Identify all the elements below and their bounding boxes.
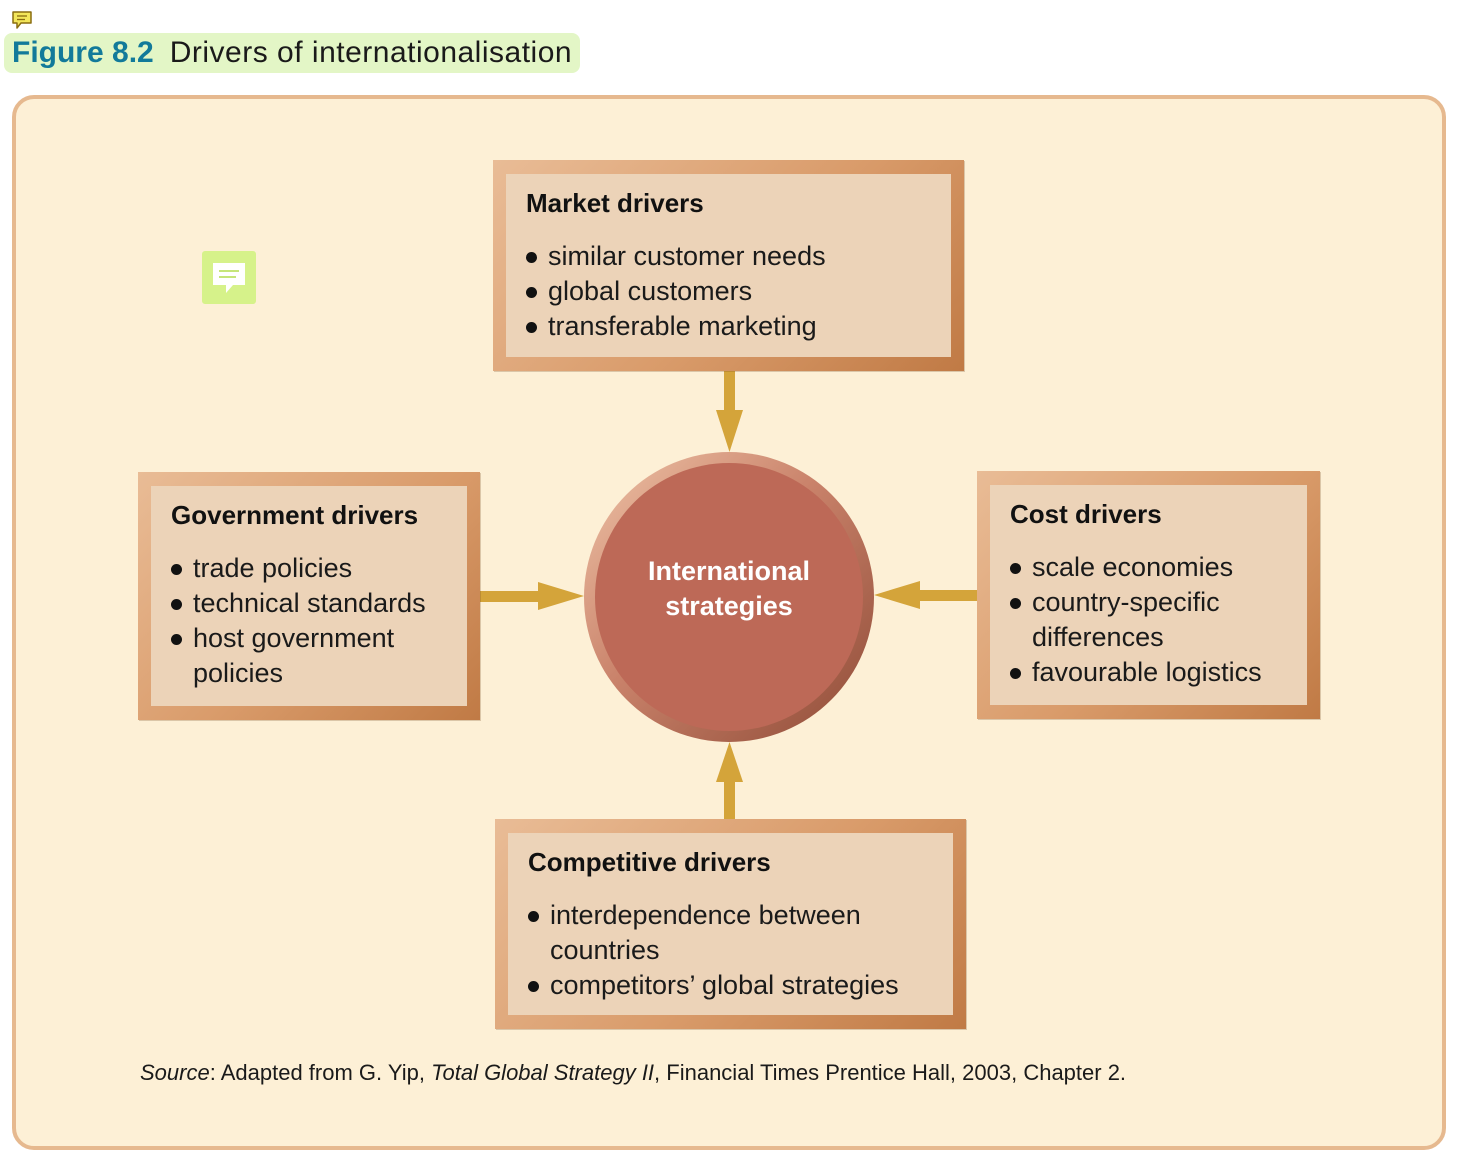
market-drivers-panel: Market drivers similar customer needs gl… <box>506 174 951 357</box>
competitive-drivers-title: Competitive drivers <box>528 847 771 877</box>
list-item: global customers <box>526 274 931 309</box>
market-drivers-box: Market drivers similar customer needs gl… <box>493 160 964 371</box>
comment-icon[interactable] <box>11 10 33 30</box>
arrow-competitive-head <box>716 742 743 782</box>
figure-title: Drivers of internationalisation <box>169 36 573 69</box>
competitive-drivers-box: Competitive drivers interdependence betw… <box>495 819 966 1029</box>
cost-drivers-panel: Cost drivers scale economies country-spe… <box>990 485 1307 705</box>
list-item: country-specific differences <box>1010 585 1240 655</box>
government-drivers-list: trade policies technical standards host … <box>171 551 447 691</box>
arrow-competitive-shaft <box>724 776 735 819</box>
list-item: interdependence between countries <box>528 898 908 968</box>
list-item: host government policies <box>171 621 411 691</box>
government-drivers-box: Government drivers trade policies techni… <box>138 472 480 720</box>
arrow-government-shaft <box>480 591 544 602</box>
source-text-before: : Adapted from G. Yip, <box>209 1060 432 1085</box>
source-text-after: , Financial Times Prentice Hall, 2003, C… <box>654 1060 1127 1085</box>
list-item: technical standards <box>171 586 447 621</box>
arrow-market-shaft <box>724 371 735 421</box>
hub-inner: International strategies <box>595 463 863 731</box>
competitive-drivers-panel: Competitive drivers interdependence betw… <box>508 833 953 1015</box>
government-drivers-panel: Government drivers trade policies techni… <box>151 486 467 706</box>
source-citation: Source: Adapted from G. Yip, Total Globa… <box>140 1060 1126 1086</box>
competitive-drivers-list: interdependence between countries compet… <box>528 898 933 1003</box>
list-item: competitors’ global strategies <box>528 968 933 1003</box>
cost-drivers-title: Cost drivers <box>1010 499 1162 529</box>
comment-note-icon[interactable] <box>202 251 256 304</box>
list-item: favourable logistics <box>1010 655 1287 690</box>
figure-header: Figure 8.2 Drivers of internationalisati… <box>4 33 581 73</box>
list-item: transferable marketing <box>526 309 931 344</box>
cost-drivers-box: Cost drivers scale economies country-spe… <box>977 471 1320 719</box>
hub-label: International strategies <box>647 556 810 621</box>
arrow-market-head <box>716 410 743 452</box>
list-item: similar customer needs <box>526 239 931 274</box>
market-drivers-list: similar customer needs global customers … <box>526 239 931 344</box>
source-book-title: Total Global Strategy II <box>431 1060 655 1085</box>
list-item: trade policies <box>171 551 447 586</box>
cost-drivers-list: scale economies country-specific differe… <box>1010 550 1287 690</box>
government-drivers-title: Government drivers <box>171 500 419 530</box>
figure-number: Figure 8.2 <box>12 36 154 69</box>
list-item: scale economies <box>1010 550 1287 585</box>
international-strategies-hub: International strategies <box>584 452 874 742</box>
market-drivers-title: Market drivers <box>526 188 704 218</box>
arrow-government-head <box>538 582 584 610</box>
source-label: Source <box>140 1060 210 1085</box>
arrow-cost-shaft <box>914 590 977 601</box>
arrow-cost-head <box>874 581 920 609</box>
